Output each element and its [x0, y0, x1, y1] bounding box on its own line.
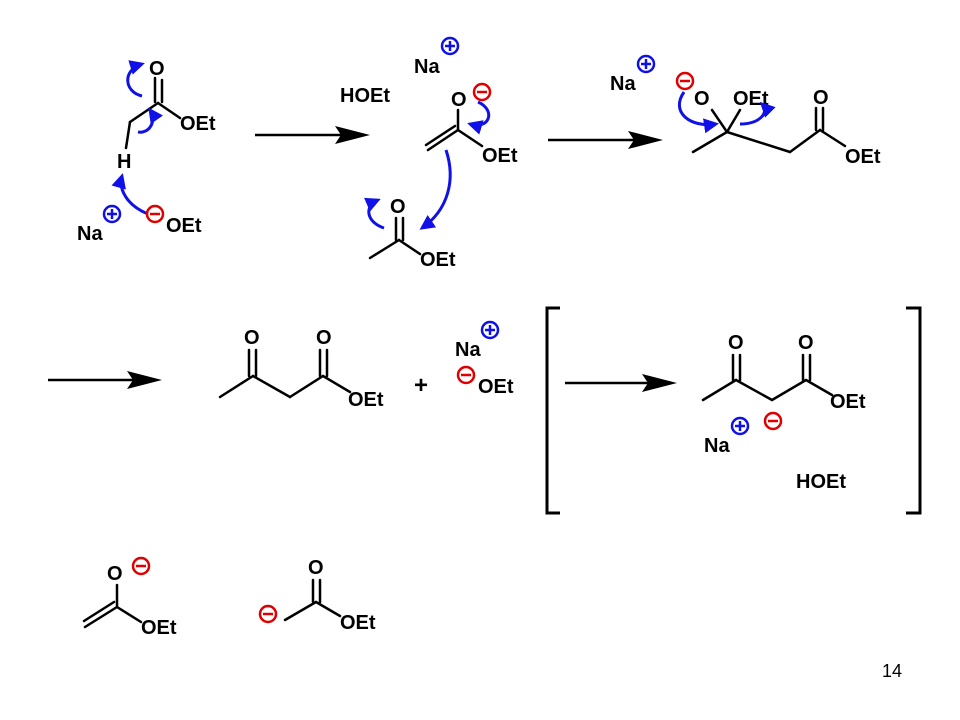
ethoxide-label: OEt — [166, 215, 202, 237]
right-bracket — [906, 306, 922, 515]
ethoxy-label: OEt — [340, 612, 376, 634]
step1-ethyl-acetate-deprotonation: O OEt H Na OEt — [77, 58, 216, 245]
ethoxy-label: OEt — [482, 145, 518, 167]
enolate-oxygen-label: O — [451, 89, 467, 111]
ethoxy-label: OEt — [141, 617, 177, 639]
alkoxide-oxygen-label: O — [694, 88, 710, 110]
reaction-arrow-3-head — [127, 371, 162, 389]
negative-charge-icon — [675, 71, 695, 91]
step2-enolate-attack: Na HOEt O OEt O OEt — [340, 36, 518, 271]
reaction-arrow-4-head — [642, 374, 677, 392]
positive-charge-icon — [440, 36, 460, 56]
sodium-label: Na — [77, 223, 103, 245]
ethoxy-label: OEt — [830, 391, 866, 413]
ethoxy-label: OEt — [420, 249, 456, 271]
reaction-arrow-2-head — [628, 131, 663, 149]
ethoxy-label: OEt — [180, 113, 216, 135]
sodium-label: Na — [704, 435, 730, 457]
negative-charge-icon — [131, 556, 151, 576]
carbonyl-oxygen-label: O — [813, 87, 829, 109]
positive-charge-icon — [480, 320, 500, 340]
ester-oxygen-label: O — [798, 332, 814, 354]
sodium-label: Na — [610, 73, 636, 95]
enolate-oxygen-label: O — [107, 563, 123, 585]
step3-tetrahedral-intermediate: Na O OEt O OEt — [610, 54, 881, 168]
product-ethyl-acetoacetate: O O OEt — [218, 327, 384, 411]
alpha-hydrogen-label: H — [117, 151, 131, 173]
carbonyl-oxygen-label: O — [149, 58, 165, 80]
sodium-label: Na — [414, 56, 440, 78]
carbonyl-oxygen-label: O — [308, 557, 324, 579]
negative-charge-icon — [456, 365, 476, 385]
sodium-label: Na — [455, 339, 481, 361]
ethoxy-label: OEt — [348, 389, 384, 411]
positive-charge-icon — [730, 416, 750, 436]
negative-charge-icon — [472, 82, 492, 102]
page-number: 14 — [882, 661, 902, 681]
carbanion-resonance-form: O OEt — [258, 557, 376, 634]
negative-charge-icon — [258, 604, 278, 624]
reaction-arrow-1-head — [335, 126, 370, 144]
left-bracket — [545, 306, 560, 515]
plus-sign: + — [414, 372, 428, 399]
negative-charge-icon — [763, 411, 783, 431]
sodium-ethoxide: Na OEt — [455, 320, 514, 398]
ester-oxygen-label: O — [316, 327, 332, 349]
enolate-resonance-form: O OEt — [82, 556, 177, 639]
ketone-oxygen-label: O — [728, 332, 744, 354]
ethanol-label: HOEt — [796, 471, 846, 493]
ethoxy-label: OEt — [845, 146, 881, 168]
positive-charge-icon — [102, 204, 122, 224]
positive-charge-icon — [636, 54, 656, 74]
ketone-oxygen-label: O — [244, 327, 260, 349]
negative-charge-icon — [145, 204, 165, 224]
stabilized-enolate-product: O O OEt Na HOEt — [701, 332, 866, 493]
carbonyl-oxygen-label: O — [390, 196, 406, 218]
ethanol-label: HOEt — [340, 85, 390, 107]
ethoxide-label: OEt — [478, 376, 514, 398]
